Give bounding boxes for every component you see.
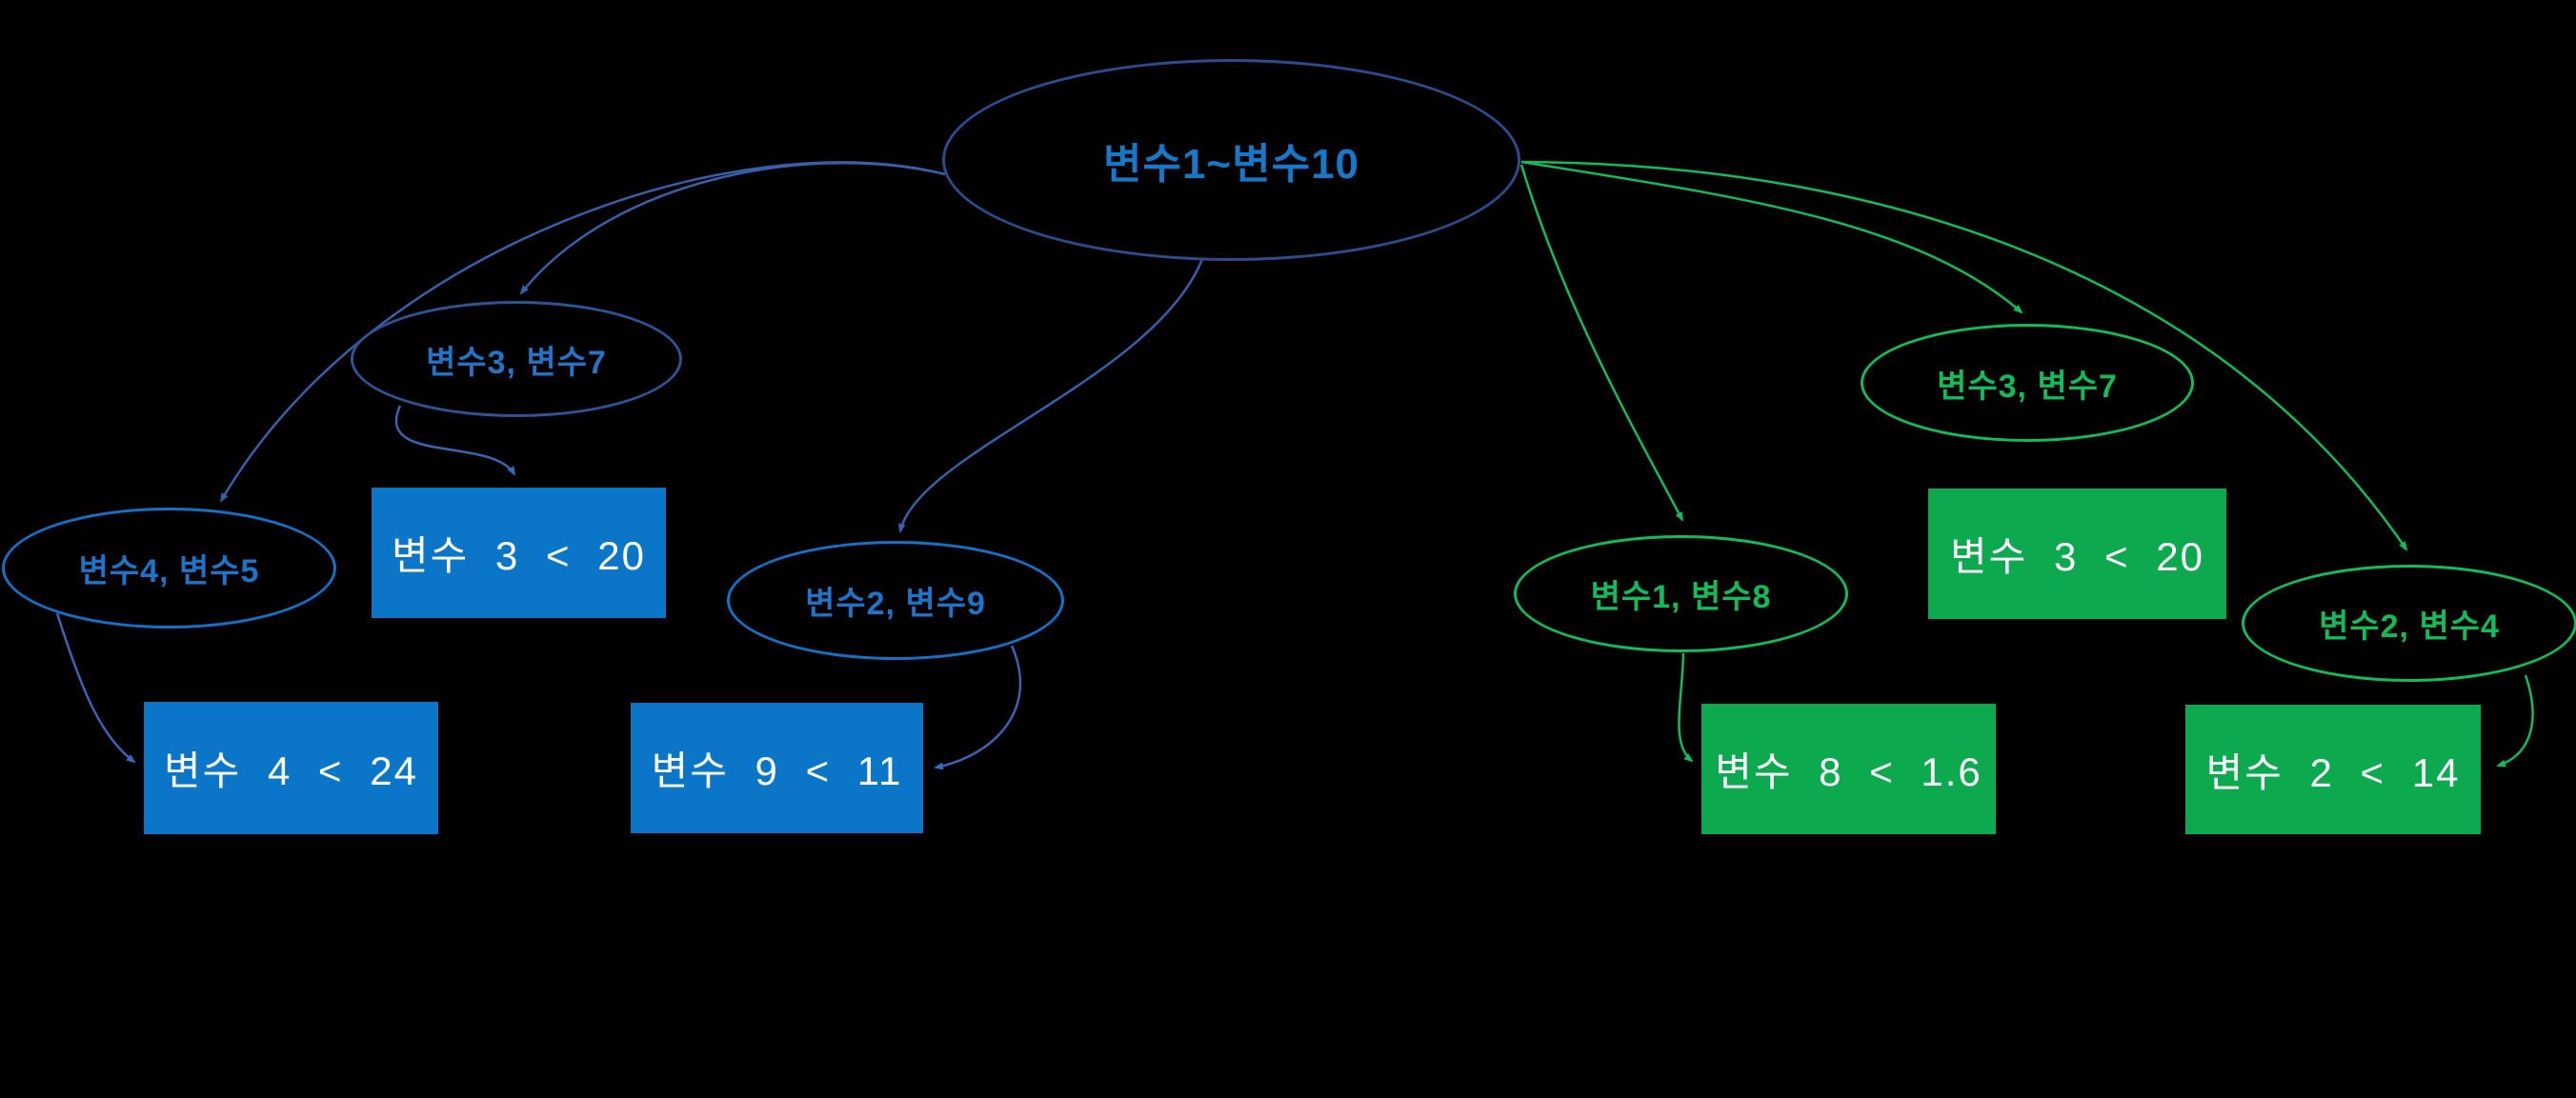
green-box-var3-lt-20: 변수 3 < 20 bbox=[1928, 489, 2226, 619]
blue-box-var3-lt-20: 변수 3 < 20 bbox=[372, 488, 666, 618]
blue-box-var4-lt-24-label: 변수 4 < 24 bbox=[164, 749, 418, 793]
green-ellipse-var1-var8: 변수1, 변수8 bbox=[1514, 535, 1848, 652]
edge-root-to-green-e37 bbox=[1520, 160, 2023, 314]
green-box-var8-lt-1point6-label: 변수 8 < 1.6 bbox=[1715, 749, 1982, 794]
green-box-var8-lt-1point6: 변수 8 < 1.6 bbox=[1701, 704, 1996, 834]
blue-box-var4-lt-24: 변수 4 < 24 bbox=[144, 702, 438, 834]
edge-blue-e37-to-box320 bbox=[394, 405, 516, 476]
green-ellipse-var3-var7-label: 변수3, 변수7 bbox=[1937, 368, 2118, 405]
blue-ellipse-var4-var5: 변수4, 변수5 bbox=[2, 508, 336, 629]
edge-root-to-blue-e29 bbox=[897, 258, 1204, 533]
edge-root-to-green-e18 bbox=[1519, 164, 1684, 522]
edge-root-to-green-e24 bbox=[1520, 160, 2408, 551]
green-box-var2-lt-14: 변수 2 < 14 bbox=[2185, 705, 2481, 834]
green-ellipse-var1-var8-label: 변수1, 변수8 bbox=[1590, 579, 1772, 615]
edge-green-e18-to-box816 bbox=[1678, 652, 1694, 763]
green-ellipse-var3-var7: 변수3, 변수7 bbox=[1861, 324, 2194, 442]
blue-ellipse-var3-var7: 변수3, 변수7 bbox=[351, 301, 682, 417]
root-node-label: 변수1~변수10 bbox=[1102, 141, 1360, 188]
edge-blue-e29-to-box911 bbox=[934, 645, 1022, 770]
root-node-variables-1-10: 변수1~변수10 bbox=[942, 59, 1520, 261]
green-box-var3-lt-20-label: 변수 3 < 20 bbox=[1950, 534, 2204, 579]
green-ellipse-var2-var4: 변수2, 변수4 bbox=[2242, 565, 2576, 682]
blue-box-var3-lt-20-label: 변수 3 < 20 bbox=[392, 533, 646, 578]
green-box-var2-lt-14-label: 변수 2 < 14 bbox=[2205, 749, 2461, 795]
edge-green-e24-to-box214 bbox=[2496, 674, 2534, 768]
blue-ellipse-var2-var9-label: 변수2, 변수9 bbox=[805, 586, 986, 622]
blue-box-var9-lt-11-label: 변수 9 < 11 bbox=[651, 749, 903, 793]
edge-blue-e45-to-box424 bbox=[55, 612, 136, 764]
edge-root-to-blue-e37 bbox=[519, 162, 946, 295]
blue-ellipse-var4-var5-label: 변수4, 변수5 bbox=[78, 553, 260, 589]
blue-ellipse-var3-var7-label: 변수3, 변수7 bbox=[426, 344, 607, 381]
blue-box-var9-lt-11: 변수 9 < 11 bbox=[631, 703, 923, 833]
blue-ellipse-var2-var9: 변수2, 변수9 bbox=[727, 541, 1064, 660]
green-ellipse-var2-var4-label: 변수2, 변수4 bbox=[2319, 609, 2500, 645]
